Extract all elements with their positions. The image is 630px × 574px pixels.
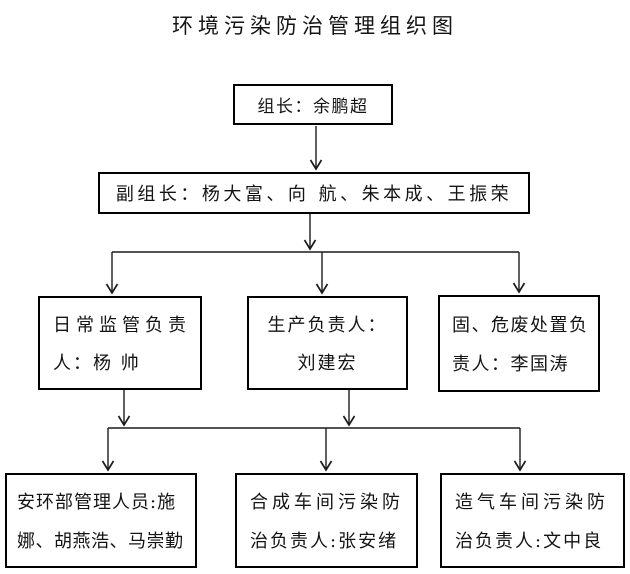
node-synthesis-workshop-line1: 合成车间污染防 [250, 492, 404, 513]
node-safety-env-dept-line2: 娜、胡燕浩、马崇勤 [17, 531, 184, 552]
node-group-leader: 组长：余鹏超 [233, 84, 393, 125]
node-hazardous-waste-manager: 固、危废处置负 责人：李国涛 [438, 295, 600, 392]
node-group-leader-text: 组长：余鹏超 [257, 97, 369, 117]
node-daily-supervision-line2: 人：杨 帅 [53, 353, 141, 375]
node-gasification-workshop-line2: 治负责人:文中良 [455, 531, 604, 552]
node-deputy-leaders-text: 副组长：杨大富、向 航、朱本成、王振荣 [115, 184, 513, 205]
node-hazardous-waste-line2: 责人：李国涛 [452, 354, 569, 376]
node-production-manager: 生产负责人： 刘建宏 [247, 296, 408, 390]
node-gasification-workshop: 造气车间污染防 治负责人:文中良 [440, 473, 625, 568]
node-safety-env-dept-staff: 安环部管理人员:施 娜、胡燕浩、马崇勤 [5, 473, 197, 568]
node-synthesis-workshop-line2: 治负责人:张安绪 [250, 531, 399, 552]
node-daily-supervision: 日常监管负责 人：杨 帅 [38, 296, 202, 390]
node-daily-supervision-line1: 日常监管负责 [53, 314, 191, 336]
node-deputy-leaders: 副组长：杨大富、向 航、朱本成、王振荣 [98, 172, 530, 214]
node-production-manager-line1: 生产负责人： [267, 314, 388, 336]
node-hazardous-waste-line1: 固、危废处置负 [452, 314, 589, 336]
node-gasification-workshop-line1: 造气车间污染防 [455, 492, 609, 513]
node-synthesis-workshop: 合成车间污染防 治负责人:张安绪 [235, 473, 418, 568]
node-production-manager-line2: 刘建宏 [297, 353, 358, 375]
node-safety-env-dept-line1: 安环部管理人员:施 [17, 492, 177, 513]
chart-title: 环境污染防治管理组织图 [172, 14, 458, 38]
